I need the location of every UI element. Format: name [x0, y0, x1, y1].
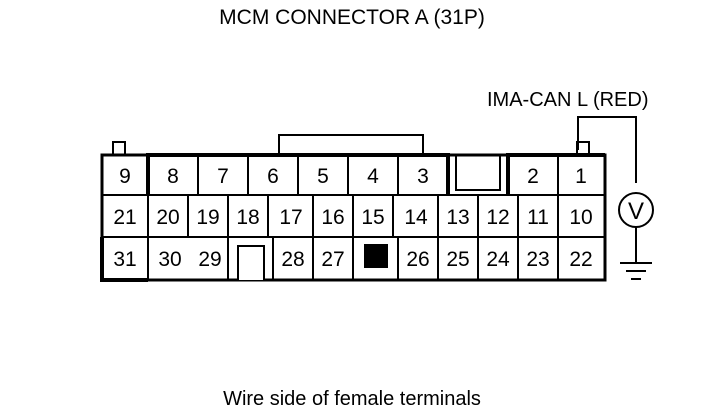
probe-wire: [577, 116, 637, 183]
pin-label: 22: [569, 248, 592, 271]
left-tab: [112, 141, 126, 155]
pin-label: 10: [569, 206, 592, 229]
group-border-right: [506, 153, 605, 195]
voltmeter-symbol: V: [628, 198, 644, 225]
pin-label: 24: [486, 248, 510, 271]
pin-label: 20: [156, 206, 179, 229]
pin-label: 5: [317, 165, 329, 188]
pin-label: 12: [486, 206, 509, 229]
connector-latch: [278, 134, 424, 155]
pin-label: 28: [281, 248, 304, 271]
pin-label: 26: [406, 248, 429, 271]
pin-label: 13: [446, 206, 469, 229]
group-border-left: [146, 153, 450, 195]
pin-label: 6: [267, 165, 279, 188]
diagram-caption: Wire side of female terminals: [223, 388, 481, 410]
pin-label: 23: [526, 248, 549, 271]
pin-label: 29: [198, 248, 221, 271]
pin-label: 27: [321, 248, 344, 271]
pin-label: 31: [113, 248, 136, 271]
pin-label: 8: [167, 165, 179, 188]
pin-label: 30: [158, 248, 181, 271]
pin-label: 3: [417, 165, 429, 188]
pin-label: 25: [446, 248, 469, 271]
pin-label: 15: [361, 206, 384, 229]
diagram-title: MCM CONNECTOR A (31P): [219, 6, 485, 29]
pin-label: 7: [217, 165, 229, 188]
pin-label: 19: [196, 206, 219, 229]
pin-label: 11: [527, 206, 549, 229]
pin-label: 9: [119, 165, 131, 188]
pin-label: 1: [575, 165, 587, 188]
bottom-notch-left: [237, 245, 265, 280]
group-border-left-column: [100, 237, 148, 282]
pin-label: 17: [279, 206, 302, 229]
connector-key: [364, 244, 388, 268]
probe-label: IMA-CAN L (RED): [487, 89, 649, 111]
pin-label: 14: [404, 206, 428, 229]
center-notch: [455, 155, 501, 191]
pin-label: 16: [321, 206, 344, 229]
pin-label: 21: [113, 206, 136, 229]
pin-label: 18: [236, 206, 259, 229]
pin-label: 2: [527, 165, 539, 188]
pin-label: 4: [367, 165, 379, 188]
